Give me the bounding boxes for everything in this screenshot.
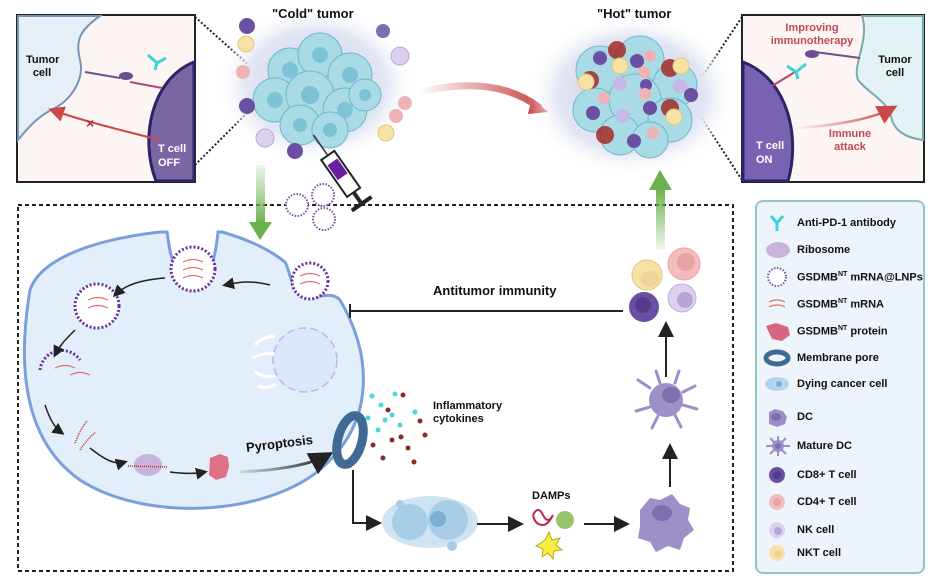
ribosome-icon — [763, 239, 793, 261]
immune-attack-label: Immune attack — [820, 128, 880, 154]
left-t-cell-label: T cell OFF — [158, 142, 186, 170]
legend-label: Dying cancer cell — [797, 378, 888, 390]
lnp-icon — [763, 266, 793, 288]
green-arrow-down — [249, 165, 272, 240]
legend-label-rest: mRNA@LNPs — [847, 271, 923, 284]
right-t-cell-label: T cell ON — [756, 139, 784, 167]
antibody-icon — [763, 212, 793, 234]
cd4-t-cell-icon — [763, 491, 793, 513]
inflammatory-cytokines-label: Inflammatory cytokines — [433, 400, 502, 426]
right-tumor-cell-label-line2: cell — [885, 67, 905, 79]
legend-label-main: GSDMB — [797, 325, 838, 338]
improving-immunotherapy-label: Improving immunotherapy — [757, 22, 867, 48]
legend-item-nkt-cell: NKT cell — [763, 542, 841, 564]
legend-item-ribosome: Ribosome — [763, 239, 850, 261]
legend-label: Mature DC — [797, 440, 853, 452]
right-t-cell-label-line1: T cell — [756, 140, 785, 152]
legend-label: DC — [797, 411, 813, 423]
legend-label: NK cell — [797, 524, 835, 536]
cytokines — [365, 391, 428, 465]
improving-label-line2: immunotherapy — [770, 35, 854, 47]
legend-item-cd8-t-cell: CD8+ T cell — [763, 464, 857, 486]
legend-item-nk-cell: NK cell — [763, 519, 834, 541]
legend-item-membrane-pore: Membrane pore — [763, 347, 879, 369]
membrane-pore — [332, 411, 368, 469]
cold-to-hot-arrow — [419, 82, 543, 111]
dc-icon — [763, 406, 793, 428]
improving-label-line1: Improving — [785, 22, 839, 34]
right-tumor-cell-label: Tumor cell — [878, 54, 912, 80]
mature-dc-icon — [763, 435, 793, 457]
left-tumor-cell-label-line1: Tumor — [26, 54, 60, 66]
left-t-cell-label-line2: OFF — [158, 157, 180, 169]
left-tumor-cell-label-line2: cell — [32, 67, 52, 79]
legend-label-rest: mRNA — [847, 298, 884, 311]
legend-label-main: GSDMB — [797, 271, 838, 284]
cytokines-label-line1: Inflammatory — [433, 400, 503, 412]
nk-cell-icon — [763, 519, 793, 541]
legend-label-rest: protein — [847, 325, 888, 338]
immune-cell-cluster — [629, 247, 701, 322]
legend-label: Ribosome — [797, 244, 851, 256]
svg-text:×: × — [86, 115, 94, 131]
immune-attack-label-line2: attack — [834, 141, 866, 153]
legend-label-main: GSDMB — [797, 298, 838, 311]
damps-icon — [532, 509, 574, 561]
lnp-group — [285, 183, 336, 231]
hot-tumor — [527, 13, 737, 177]
legend-label: Membrane pore — [797, 352, 879, 364]
legend-item-dying-cancer-cell: Dying cancer cell — [763, 373, 888, 395]
mature-dc-cell — [634, 369, 699, 430]
legend-label: CD4+ T cell — [797, 496, 857, 508]
left-inset-t-cell-off: × — [16, 14, 196, 183]
legend-panel: Anti-PD-1 antibody Ribosome GSDMBNT mRNA… — [755, 200, 925, 574]
cold-tumor-title: "Cold" tumor — [272, 6, 354, 21]
dc-cell — [638, 494, 694, 552]
legend-label: GSDMBNT protein — [797, 325, 888, 338]
legend-label: Anti-PD-1 antibody — [797, 217, 896, 229]
dying-cancer-cell — [382, 496, 478, 551]
cold-tumor — [216, 5, 416, 165]
legend-label-sup: NT — [837, 270, 848, 278]
legend-item-mature-dc: Mature DC — [763, 435, 852, 457]
membrane-pore-icon — [763, 347, 793, 369]
green-arrow-up — [649, 170, 672, 250]
legend-label: GSDMBNT mRNA@LNPs — [797, 271, 923, 284]
legend-item-protein: GSDMBNT protein — [763, 320, 888, 342]
legend-label: NKT cell — [797, 547, 842, 559]
right-tumor-cell-label-line1: Tumor — [878, 54, 912, 66]
legend-item-dc: DC — [763, 406, 813, 428]
right-inset-t-cell-on — [741, 14, 925, 183]
legend-label: GSDMBNT mRNA — [797, 298, 884, 311]
immune-attack-label-line1: Immune — [828, 128, 872, 140]
cancer-cell — [22, 230, 365, 510]
left-tumor-cell-label: Tumor cell — [26, 54, 60, 80]
legend-label: CD8+ T cell — [797, 469, 857, 481]
antibody-icon — [786, 62, 807, 80]
dying-cancer-cell-icon — [763, 373, 793, 395]
antibody-icon — [147, 53, 167, 71]
mrna-icon — [763, 293, 793, 315]
protein-icon — [763, 320, 793, 342]
legend-label-sup: NT — [837, 324, 848, 332]
left-t-cell-label-line1: T cell — [158, 143, 187, 155]
antitumor-immunity-label: Antitumor immunity — [433, 283, 557, 298]
legend-item-mrna: GSDMBNT mRNA — [763, 293, 884, 315]
legend-item-lnp: GSDMBNT mRNA@LNPs — [763, 266, 923, 288]
nkt-cell-icon — [763, 542, 793, 564]
legend-item-cd4-t-cell: CD4+ T cell — [763, 491, 857, 513]
hot-tumor-title: "Hot" tumor — [597, 6, 672, 21]
main-process-panel — [17, 204, 734, 572]
syringe-icon — [312, 134, 373, 213]
antitumor-inhibition-line — [349, 304, 623, 318]
right-t-cell-label-line2: ON — [756, 154, 773, 166]
cytokines-label-line2: cytokines — [433, 413, 484, 425]
cd8-t-cell-icon — [763, 464, 793, 486]
damps-label: DAMPs — [532, 490, 571, 502]
legend-label-sup: NT — [837, 297, 848, 305]
legend-item-antibody: Anti-PD-1 antibody — [763, 212, 896, 234]
